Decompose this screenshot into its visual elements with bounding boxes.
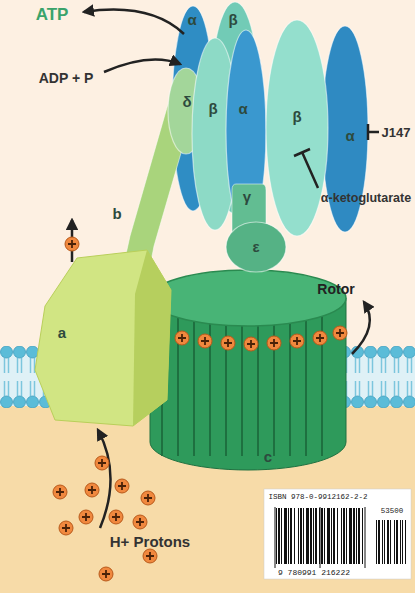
proton-entry-arrow xyxy=(98,430,111,528)
subunit: c xyxy=(148,270,348,470)
subunit: ε xyxy=(226,222,286,272)
proton-symbol xyxy=(198,334,212,348)
proton-symbol xyxy=(221,336,235,350)
proton-symbol xyxy=(53,485,67,499)
proton-symbol xyxy=(59,521,73,535)
proton-symbol xyxy=(244,337,258,351)
proton-symbol xyxy=(175,331,189,345)
subunit-label: β xyxy=(208,101,217,116)
proton-symbol xyxy=(313,331,327,345)
ring-segment xyxy=(161,316,163,456)
barcode-guard xyxy=(275,507,276,568)
ring-segment xyxy=(305,316,307,456)
ring-segment xyxy=(273,316,275,456)
proton-symbol xyxy=(333,326,347,340)
proton-symbol xyxy=(99,567,113,581)
annotation-label: ATP xyxy=(36,6,69,23)
barcode-box xyxy=(264,489,411,579)
barcode-text: 53500 xyxy=(381,508,404,516)
proton-symbol xyxy=(109,510,123,524)
subunit: a xyxy=(35,250,171,426)
adp-arrow xyxy=(104,60,180,73)
ring-segment xyxy=(193,316,195,456)
subunit-outline xyxy=(148,270,348,470)
subunit-label: δ xyxy=(182,94,191,109)
ring-segment xyxy=(257,316,259,456)
annotation-label: H+ Protons xyxy=(110,534,190,549)
subunit-shade xyxy=(133,250,171,426)
subunit-label: α xyxy=(238,101,247,116)
subunit-label: ε xyxy=(252,239,259,254)
subunit-label: b xyxy=(112,206,121,221)
barcode-addon xyxy=(376,520,406,564)
ring-segment xyxy=(225,316,227,456)
subunit-label: c xyxy=(264,449,272,464)
proton-symbol xyxy=(65,237,79,251)
proton-symbol xyxy=(85,483,99,497)
subunit-label: γ xyxy=(243,189,251,204)
inhibition-bar xyxy=(368,124,379,140)
subunit-label: β xyxy=(228,12,237,27)
barcode-guard xyxy=(320,507,321,568)
annotation-label: α-ketoglutarate xyxy=(321,192,411,205)
proton-symbol xyxy=(79,510,93,524)
subunit-shape xyxy=(266,20,328,236)
subunit-outline xyxy=(35,250,171,426)
ring-segment xyxy=(241,316,243,456)
barcode-guard xyxy=(365,507,366,568)
ring-top xyxy=(150,270,346,326)
subunit-label: α xyxy=(345,128,354,143)
annotation-label: ADP + P xyxy=(39,71,94,85)
rotation-arrow xyxy=(352,302,370,354)
proton-symbol xyxy=(133,515,147,529)
subunit: β xyxy=(266,20,328,236)
atp-arrow xyxy=(84,10,184,34)
subunit-shape xyxy=(226,222,286,272)
proton-symbol xyxy=(95,456,109,470)
ring-segment xyxy=(209,316,211,456)
ring-segment xyxy=(321,316,323,456)
subunit-label: β xyxy=(292,109,301,124)
subunit-outline xyxy=(266,20,328,236)
proton-symbol xyxy=(141,491,155,505)
subunit-label: a xyxy=(58,325,66,340)
ring-segment xyxy=(289,316,291,456)
barcode-text: 9 780991 216222 xyxy=(278,569,350,577)
barcode-text: ISBN 978-0-9912162-2-2 xyxy=(268,494,367,502)
annotation-label: Rotor xyxy=(317,282,354,296)
annotation-label: J147 xyxy=(382,126,411,139)
proton-symbol xyxy=(143,549,157,563)
subunit-shape xyxy=(35,250,171,426)
proton-symbol xyxy=(115,479,129,493)
proton-symbol xyxy=(267,336,281,350)
subunit-label: α xyxy=(187,12,196,27)
proton-symbol xyxy=(290,334,304,348)
ring-segment xyxy=(177,316,179,456)
